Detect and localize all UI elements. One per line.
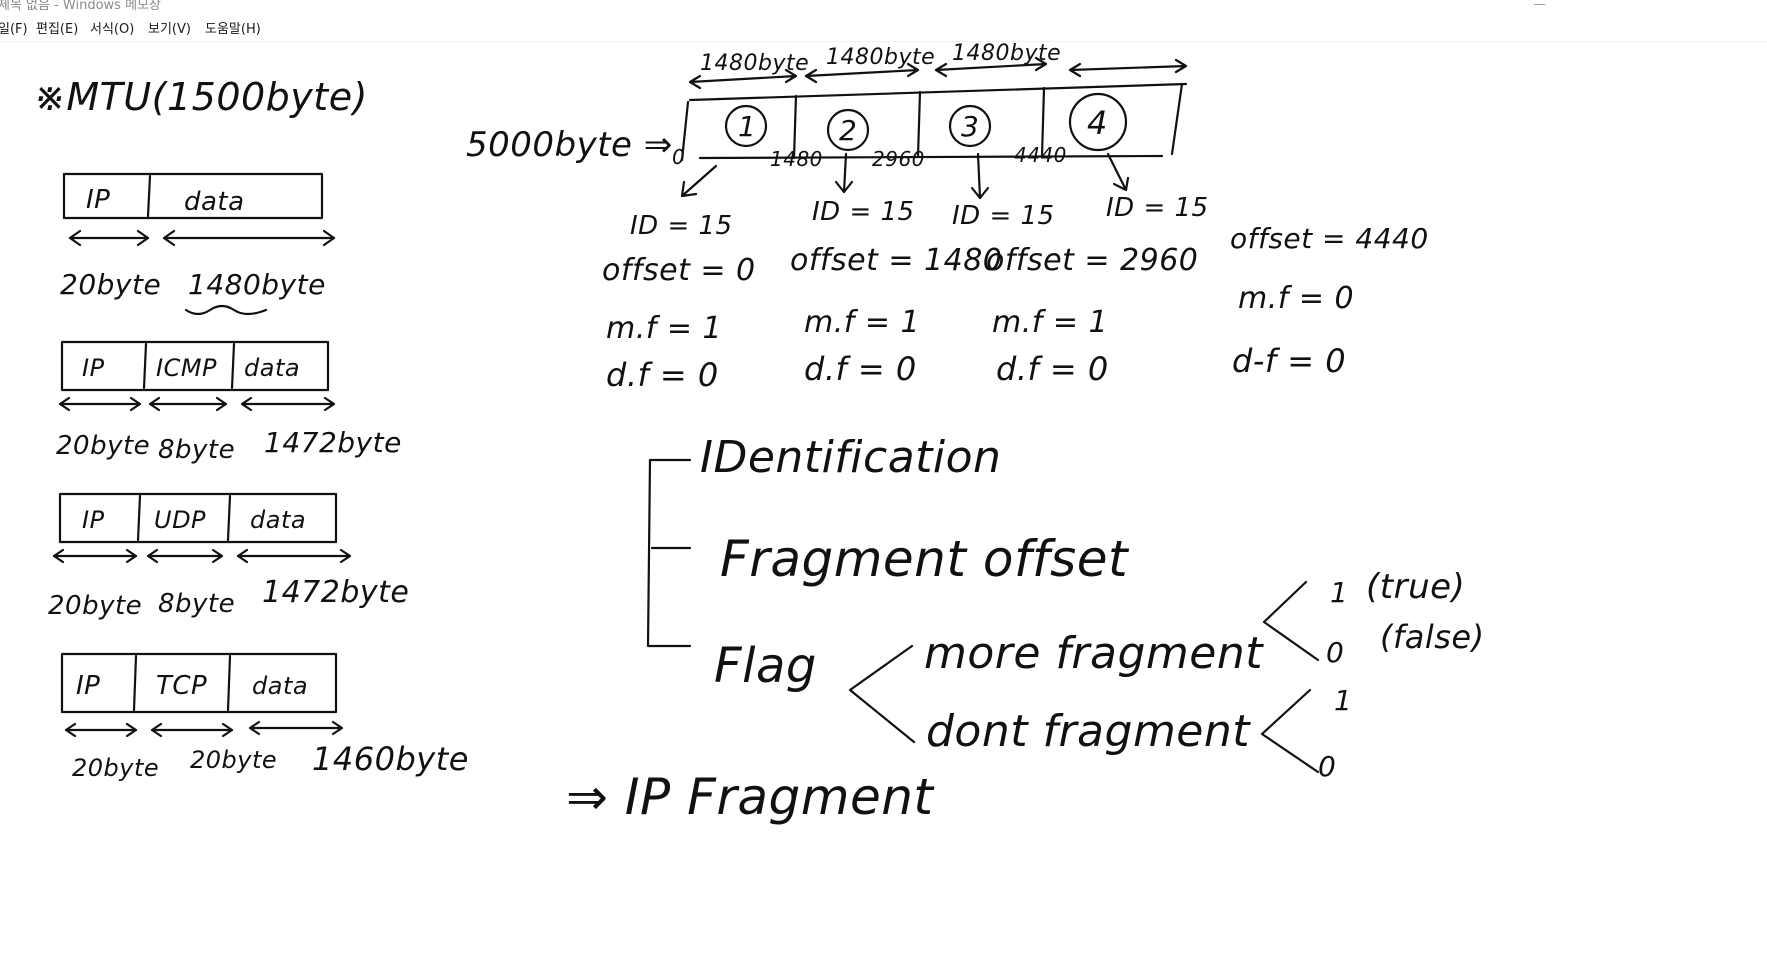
fragment-id: ID = 15 — [630, 211, 733, 241]
fragment-mf: m.f = 0 — [1238, 281, 1354, 316]
fragment-fields-2: ID = 15 offset = 1480 m.f = 1 d.f = 0 — [790, 197, 1002, 388]
size-label: 20byte — [72, 754, 159, 782]
fragment-offset-label: Fragment offset — [720, 530, 1130, 588]
mf-value: 1 — [1330, 576, 1348, 609]
fragment-mf: m.f = 1 — [606, 311, 722, 346]
mtu-title: ※MTU(1500byte) — [34, 75, 368, 119]
menu-bar: 일(F) 편집(E) 서식(O) 보기(V) 도움말(H) — [0, 19, 1767, 42]
piece-number: 2 — [839, 114, 857, 147]
fragment-mf: m.f = 1 — [804, 305, 920, 340]
fragment-id: ID = 15 — [1106, 193, 1209, 223]
size-label: 8byte — [158, 589, 235, 619]
fragment-size-label: 1480byte — [826, 45, 935, 70]
size-label: 20byte — [60, 268, 161, 301]
more-fragment-label: more fragment — [924, 628, 1264, 679]
cell-ip: IP — [76, 671, 100, 701]
ip-icmp-diagram: IP ICMP data 20byte 8byte 1472byte — [56, 340, 402, 465]
cell-ip: IP — [82, 506, 105, 534]
piece-number: 3 — [961, 110, 979, 143]
fragment-mf: m.f = 1 — [992, 305, 1108, 340]
cell-udp: UDP — [154, 506, 206, 534]
handwritten-notes: ※MTU(1500byte) IP data 20byte 1480byte I… — [34, 42, 1485, 826]
fragment-df: d.f = 0 — [996, 350, 1109, 388]
ip-data-diagram: IP data 20byte 1480byte — [60, 172, 336, 316]
handwriting-canvas[interactable]: ※MTU(1500byte) IP data 20byte 1480byte I… — [0, 42, 1767, 959]
menu-help[interactable]: 도움말(H) — [205, 22, 261, 37]
piece-number: 1 — [738, 110, 756, 143]
piece-number: 4 — [1087, 104, 1108, 142]
df-value: 1 — [1334, 684, 1352, 717]
dont-fragment-label: dont fragment — [926, 706, 1251, 757]
minimize-icon[interactable]: — — [1533, 0, 1546, 12]
cell-icmp: ICMP — [156, 354, 217, 382]
size-label: 1472byte — [262, 575, 409, 610]
size-label: 20byte — [56, 431, 150, 461]
mf-true-label: (true) — [1366, 567, 1465, 607]
window-title: 제목 없음 - Windows 메모장 — [0, 0, 161, 13]
fragment-id: ID = 15 — [952, 201, 1055, 231]
cell-data: data — [250, 506, 306, 534]
size-label: 1480byte — [188, 268, 326, 301]
fragment-offset: offset = 2960 — [986, 243, 1198, 278]
menu-view[interactable]: 보기(V) — [148, 22, 191, 37]
fragment-diagram: 5000byte ⇒ 1 2 3 4 1480byte 1480byte 148… — [466, 42, 1429, 394]
offset-tick: 1480 — [770, 147, 823, 171]
menu-format[interactable]: 서식(O) — [90, 22, 135, 37]
total-size-label: 5000byte ⇒ — [466, 125, 673, 165]
fragment-fields-4: ID = 15 offset = 4440 m.f = 0 d-f = 0 — [1106, 193, 1429, 380]
fragment-fields-1: ID = 15 offset = 0 m.f = 1 d.f = 0 — [602, 211, 756, 394]
cell-data: data — [252, 672, 308, 700]
ip-udp-diagram: IP UDP data 20byte 8byte 1472byte — [48, 492, 409, 621]
df-value: 0 — [1318, 750, 1336, 783]
conclusion-label: ⇒ IP Fragment — [566, 768, 935, 826]
fragment-id: ID = 15 — [812, 197, 915, 227]
size-label: 1472byte — [264, 426, 402, 459]
size-label: 20byte — [48, 591, 142, 621]
flag-label: Flag — [714, 638, 817, 694]
cell-ip: IP — [86, 185, 110, 215]
size-label: 8byte — [158, 435, 235, 465]
fragment-size-label: 1480byte — [700, 51, 809, 76]
offset-tick: 2960 — [872, 147, 925, 171]
cell-tcp: TCP — [156, 671, 207, 701]
identification-label: IDentification — [700, 432, 1001, 483]
mf-false-label: (false) — [1380, 618, 1485, 656]
menu-edit[interactable]: 편집(E) — [36, 22, 79, 37]
size-label: 1460byte — [312, 740, 469, 778]
cell-ip: IP — [82, 354, 105, 382]
offset-tick: 4440 — [1014, 143, 1067, 167]
fragment-offset: offset = 0 — [602, 253, 756, 288]
offset-tick: 0 — [672, 145, 685, 169]
fragment-offset: offset = 1480 — [790, 243, 1002, 278]
mf-value: 0 — [1326, 636, 1344, 669]
header-fields: IDentification Fragment offset Flag more… — [646, 432, 1485, 783]
fragment-df: d-f = 0 — [1232, 342, 1346, 380]
cell-data: data — [244, 354, 300, 382]
fragment-df: d.f = 0 — [804, 350, 917, 388]
title-bar: 제목 없음 - Windows 메모장 — — [0, 0, 1767, 18]
fragment-fields-3: ID = 15 offset = 2960 m.f = 1 d.f = 0 — [952, 201, 1198, 388]
cell-data: data — [184, 187, 245, 217]
fragment-offset: offset = 4440 — [1230, 222, 1429, 255]
fragment-size-label: 1480byte — [952, 42, 1061, 66]
size-label: 20byte — [190, 746, 277, 774]
menu-file[interactable]: 일(F) — [0, 22, 28, 37]
fragment-df: d.f = 0 — [606, 356, 719, 394]
ip-tcp-diagram: IP TCP data 20byte 20byte 1460byte — [60, 652, 469, 782]
